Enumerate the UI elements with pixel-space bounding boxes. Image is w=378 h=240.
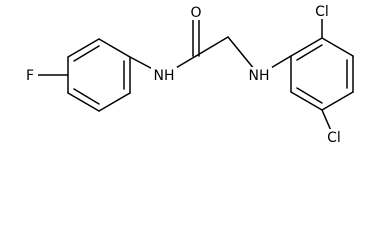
bond bbox=[195, 36, 229, 57]
atom-label-amine-nh: NH bbox=[249, 68, 270, 84]
bond-layer bbox=[35, 15, 354, 134]
bond bbox=[67, 38, 100, 58]
atom-label-oxygen: O bbox=[190, 5, 201, 21]
bond bbox=[321, 37, 354, 57]
atom-label-amide-nh: NH bbox=[154, 68, 175, 84]
atom-label-fluorine: F bbox=[26, 68, 34, 84]
bond-double-inner bbox=[296, 44, 323, 61]
bond bbox=[98, 38, 131, 58]
bond bbox=[98, 92, 131, 112]
bond-double-inner bbox=[73, 88, 100, 105]
bond bbox=[67, 92, 100, 112]
atom-label-chlorine-top: Cl bbox=[315, 4, 329, 20]
molecule-structure: O NH NH F Cl Cl bbox=[22, 3, 354, 146]
bond bbox=[290, 37, 323, 57]
bond-double-inner bbox=[73, 45, 100, 62]
atom-label-layer: O NH NH F Cl Cl bbox=[22, 3, 346, 146]
atom-label-chlorine-bottom: Cl bbox=[327, 130, 341, 146]
bond bbox=[321, 91, 354, 111]
bond-double-inner bbox=[296, 87, 323, 104]
bond bbox=[290, 91, 323, 111]
